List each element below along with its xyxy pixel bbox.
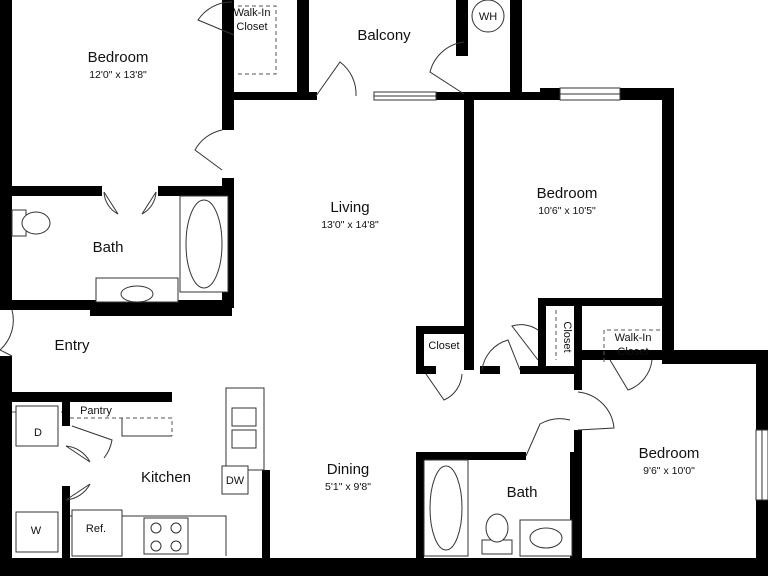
dryer-label: D (34, 427, 42, 439)
dishwasher-icon (221, 465, 249, 495)
closet-2-name: Closet (561, 321, 573, 352)
dishwasher-label: DW (226, 475, 245, 487)
vanity-sink-2-icon (519, 519, 573, 557)
bedroom-1-dims: 12'0" x 13'8" (89, 69, 147, 81)
dryer-icon (15, 405, 59, 447)
bedroom-3-name: Bedroom (639, 445, 700, 462)
washer-icon (15, 511, 59, 553)
washer-label: W (31, 525, 42, 537)
water-heater-icon (471, 0, 505, 33)
bathtub-icon (179, 195, 229, 293)
toilet-2-icon (481, 513, 513, 555)
room-labels: Bedroom 12'0" x 13'8" Walk-In Closet Bal… (31, 7, 700, 537)
windows (373, 87, 768, 501)
bath-1-name: Bath (93, 239, 124, 256)
closet-1-name: Closet (428, 340, 459, 352)
kitchen-sink-icon (225, 387, 265, 471)
bedroom-2-name: Bedroom (537, 185, 598, 202)
bath-2-name: Bath (507, 484, 538, 501)
bedroom-2-dims: 10'6" x 10'5" (538, 205, 596, 217)
walkin-closet-2-line2: Closet (617, 346, 648, 358)
dining-dims: 5'1" x 9'8" (325, 481, 371, 493)
pantry-name: Pantry (80, 405, 112, 417)
water-heater-label: WH (479, 11, 497, 23)
walkin-closet-1-line2: Closet (236, 21, 267, 33)
kitchen-name: Kitchen (141, 469, 191, 486)
stove-icon (143, 517, 189, 555)
bathtub-2-icon (423, 459, 469, 557)
bedroom-1-name: Bedroom (88, 49, 149, 66)
entry-name: Entry (54, 337, 90, 354)
refrigerator-icon (71, 509, 123, 557)
refrigerator-label: Ref. (86, 523, 106, 535)
toilet-icon (11, 209, 51, 237)
dining-name: Dining (327, 461, 370, 478)
doors (0, 1, 653, 501)
bedroom-3-dims: 9'6" x 10'0" (643, 465, 695, 477)
living-dims: 13'0" x 14'8" (321, 219, 379, 231)
balcony-name: Balcony (357, 27, 411, 44)
fixtures (11, 0, 573, 557)
walkin-closet-1-line1: Walk-In (234, 7, 271, 19)
living-name: Living (330, 199, 369, 216)
vanity-sink-icon (95, 277, 179, 303)
walkin-closet-2-line1: Walk-In (615, 332, 652, 344)
